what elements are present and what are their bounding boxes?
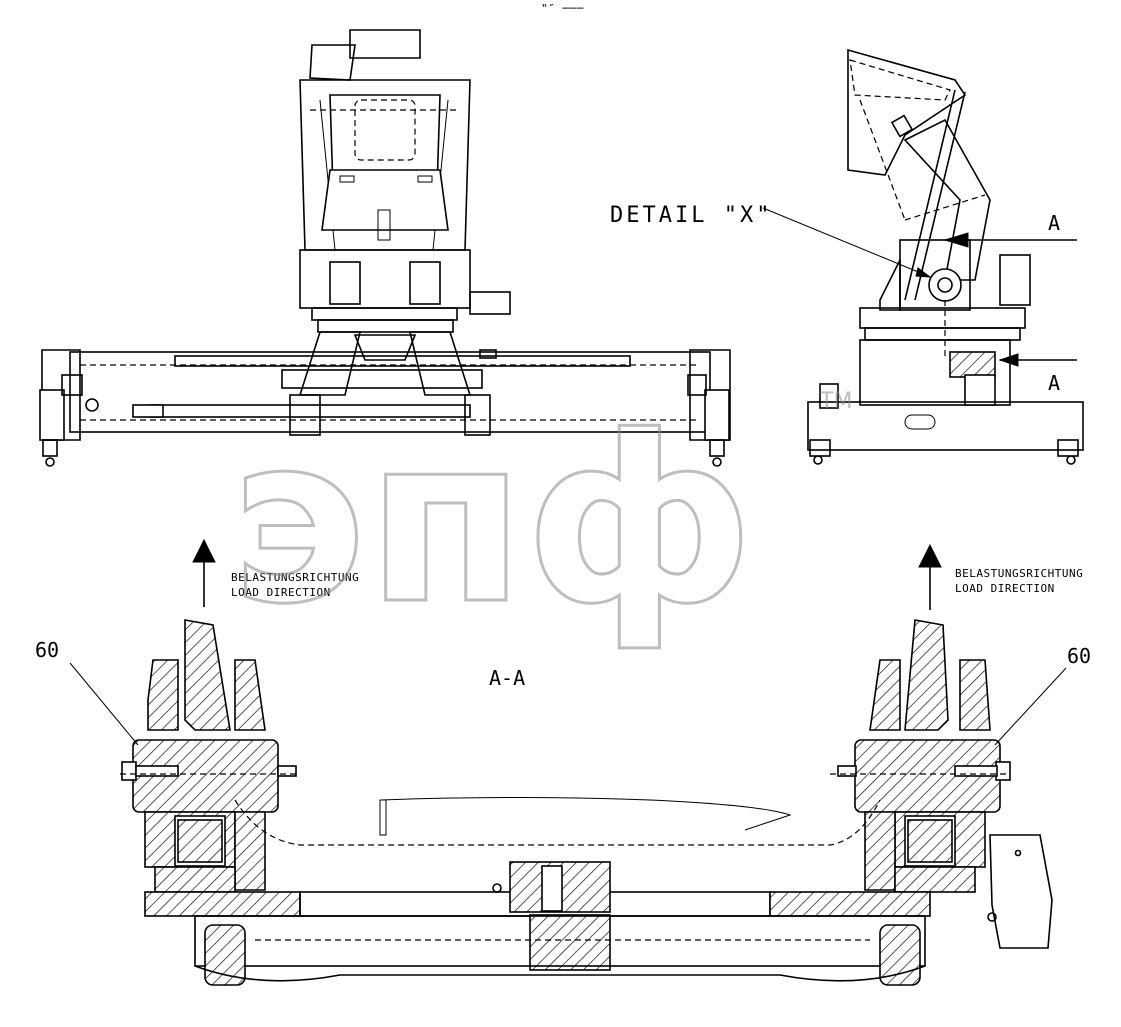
side-cab	[847, 48, 991, 301]
top-mark: "″ ───	[541, 2, 584, 15]
side-pivot	[859, 239, 1031, 406]
part-leader-left	[69, 662, 139, 746]
load-left-line1: BELASTUNGSRICHTUNG	[231, 571, 359, 584]
load-direction-right: BELASTUNGSRICHTUNG LOAD DIRECTION	[918, 543, 1083, 610]
load-direction-left: BELASTUNGSRICHTUNG LOAD DIRECTION	[192, 538, 359, 607]
load-right-line1: BELASTUNGSRICHTUNG	[955, 567, 1083, 580]
front-view	[39, 29, 731, 467]
watermark-text: эпф	[230, 388, 753, 655]
load-right-line2: LOAD DIRECTION	[955, 582, 1055, 595]
section-axle	[120, 773, 1010, 986]
section-title: A-A	[489, 666, 525, 690]
section-a-a: A-A	[35, 619, 1091, 986]
part-label-right: 60	[1067, 644, 1091, 668]
section-a-bottom: A	[1048, 371, 1060, 395]
section-a-top: A	[1048, 211, 1060, 235]
front-cab	[299, 29, 511, 333]
right-bearing	[837, 619, 1053, 949]
detail-x-leader	[762, 207, 929, 277]
side-beam	[807, 383, 1084, 465]
front-right-twistlock	[687, 349, 731, 467]
watermark-tm: TM	[819, 389, 852, 414]
front-beam	[69, 349, 711, 433]
watermark: эпф TM	[229, 387, 853, 657]
part-leader-right	[994, 667, 1067, 746]
part-label-left: 60	[35, 638, 59, 662]
front-left-twistlock	[39, 349, 99, 467]
detail-x-label: DETAIL "X"	[610, 203, 772, 228]
load-left-line2: LOAD DIRECTION	[231, 586, 331, 599]
front-frame	[281, 331, 491, 436]
left-bearing	[121, 619, 297, 893]
side-view: DETAIL "X" A A	[610, 48, 1084, 465]
